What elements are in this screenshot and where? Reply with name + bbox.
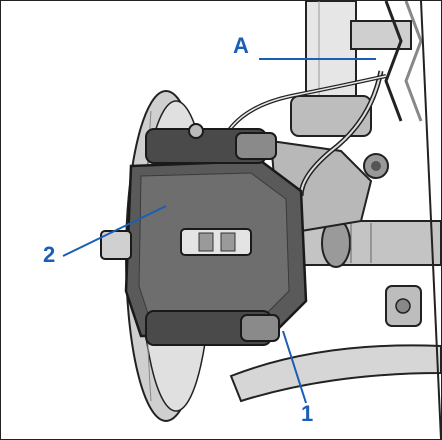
leader-line-1 [282, 330, 307, 404]
brake-caliper [100, 123, 308, 346]
leader-line-2 [62, 205, 167, 257]
spring [384, 1, 423, 122]
callout-label-a: A [233, 33, 249, 58]
callout-label-2: 2 [43, 242, 56, 267]
control-arm [229, 1, 441, 439]
drive-shaft [300, 218, 441, 268]
leader-lines [62, 58, 376, 404]
strut [290, 1, 412, 137]
callout-label-1: 1 [301, 401, 314, 426]
